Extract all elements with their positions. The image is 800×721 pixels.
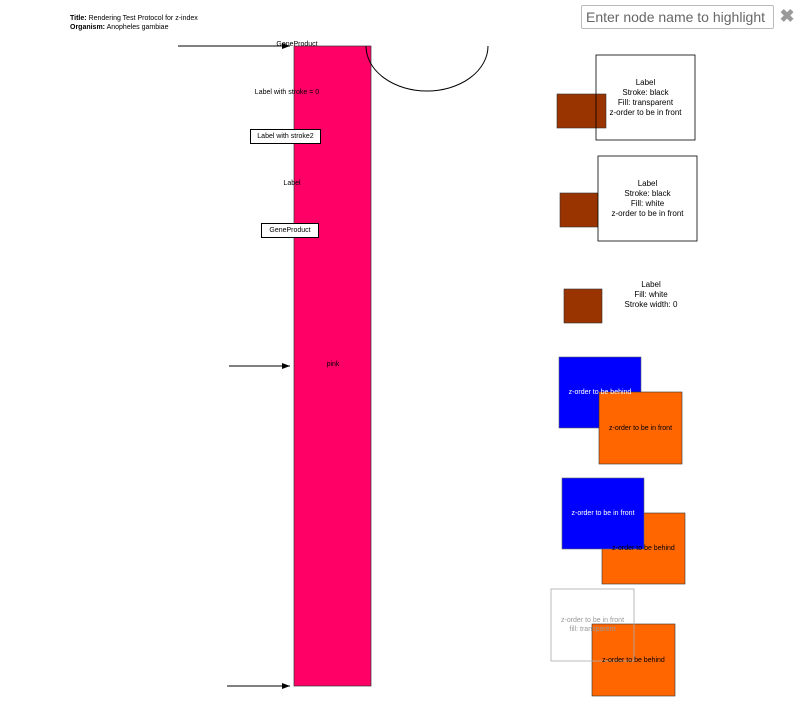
label-box-2[interactable] <box>597 155 698 242</box>
blue-label-2: z-order to be in front <box>571 510 635 517</box>
pathway-meta: Title: Rendering Test Protocol for z-ind… <box>70 14 198 32</box>
geneproduct-top-label[interactable]: GeneProduct <box>276 41 318 48</box>
organism-label: Organism: <box>70 24 106 31</box>
label-box-3[interactable] <box>611 270 691 320</box>
geneproduct-box[interactable]: GeneProduct <box>261 223 319 238</box>
orange-square-3[interactable] <box>591 623 676 697</box>
title-label: Title: <box>70 15 87 22</box>
orange-square-1[interactable] <box>598 391 683 465</box>
orange-label-1: z-order to be in front <box>608 424 673 432</box>
label-text-2: Label Stroke: black Fill: white z-order … <box>611 178 684 218</box>
clear-icon[interactable]: ✖ <box>779 6 795 26</box>
blue-square-2[interactable] <box>561 477 645 550</box>
pink-rectangle[interactable] <box>293 45 372 687</box>
brown-square-3[interactable] <box>563 288 603 324</box>
transparent-box-3[interactable] <box>550 588 635 662</box>
title-line: Title: Rendering Test Protocol for z-ind… <box>70 14 198 23</box>
blue-label-1: z-order to be behind <box>568 389 632 396</box>
organism-line: Organism: Anopheles gambiae <box>70 23 198 32</box>
brown-square-2[interactable] <box>559 192 600 228</box>
organism-value: Anopheles gambiae <box>106 24 169 31</box>
label-text-1: Label Stroke: black Fill: transparent z-… <box>609 77 682 117</box>
orange-label-3: z-order to be behind <box>602 656 665 664</box>
label-text-3: Label Fill: white Stroke width: 0 <box>624 280 678 309</box>
pink-label[interactable]: pink <box>326 361 340 368</box>
brown-square-1[interactable] <box>556 93 607 129</box>
transparent-label-3: z-order to be in front fill: transparent <box>560 617 625 633</box>
label-box-1[interactable] <box>595 54 696 141</box>
label-with-stroke[interactable]: Label with stroke2 <box>250 129 321 144</box>
label-stroke-zero[interactable]: Label with stroke = 0 <box>254 89 320 96</box>
arc-shape[interactable] <box>365 45 489 92</box>
title-value: Rendering Test Protocol for z-index <box>88 15 198 22</box>
label-plain[interactable]: Label <box>283 180 301 187</box>
highlight-search-input[interactable] <box>581 5 774 29</box>
orange-label-2: z-order to be behind <box>612 545 675 552</box>
